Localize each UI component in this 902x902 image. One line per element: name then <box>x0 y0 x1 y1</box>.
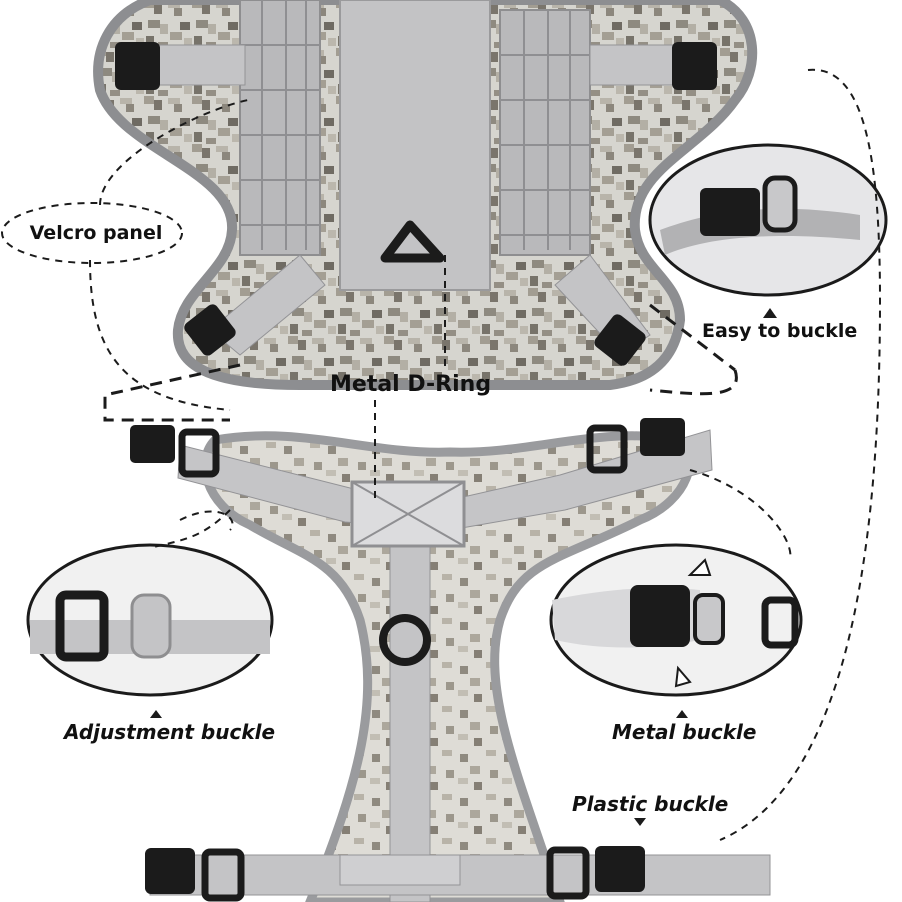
pointer-metal <box>676 710 688 718</box>
pointer-plastic <box>634 818 646 826</box>
label-adjustment-buckle: Adjustment buckle <box>64 720 276 744</box>
vest-back-view <box>93 0 758 390</box>
label-plastic-buckle: Plastic buckle <box>572 792 729 816</box>
inset-easy-to-buckle <box>648 143 888 297</box>
label-metal-d-ring: Metal D-Ring <box>330 372 492 397</box>
harness-front-view <box>130 418 771 902</box>
buckle-top-left <box>115 42 160 90</box>
pointer-easy <box>763 308 777 318</box>
label-easy-to-buckle: Easy to buckle <box>702 320 858 342</box>
callout-lines <box>1 68 882 841</box>
label-metal-buckle: Metal buckle <box>612 720 757 744</box>
label-velcro-panel: Velcro panel <box>29 222 163 244</box>
d-ring-front <box>379 614 431 666</box>
buckle-lower-left <box>184 304 236 356</box>
buckle-lower-right <box>594 314 646 366</box>
buckle-top-right <box>672 42 717 90</box>
inset-metal-buckle <box>549 543 803 697</box>
pointer-adjust <box>150 710 162 718</box>
inset-adjustment-buckle <box>26 543 274 697</box>
